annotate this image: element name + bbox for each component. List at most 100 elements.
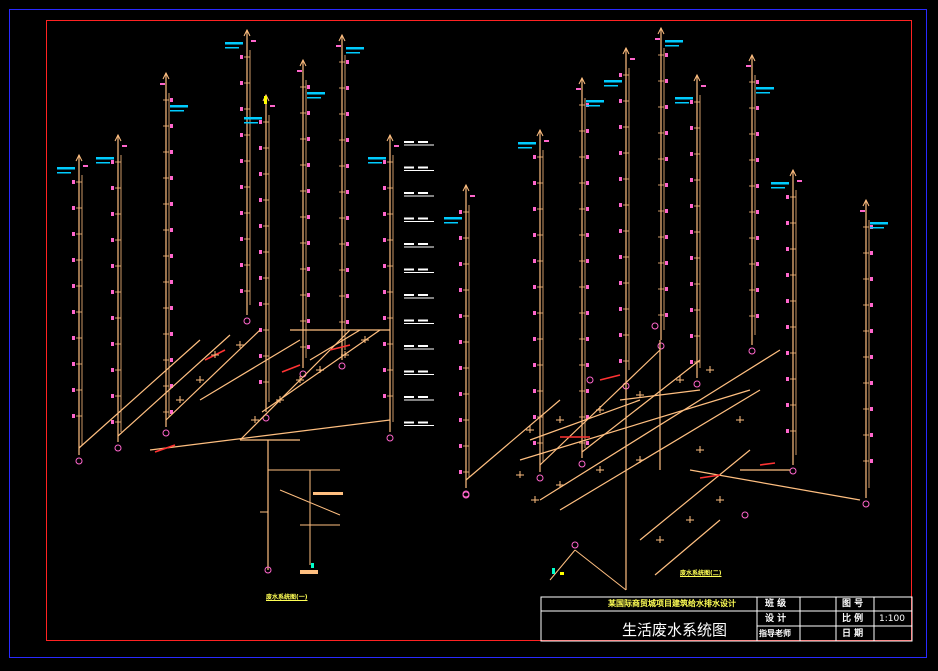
cleanout-icon: [262, 414, 270, 422]
floor-tag: [383, 342, 386, 346]
floor-tag: [240, 55, 243, 59]
floor-tag: [459, 262, 462, 266]
floor-tag: [240, 107, 243, 111]
floor-tag: [170, 280, 173, 284]
floor-tag: [383, 368, 386, 372]
ground-link: [574, 549, 627, 591]
floor-tag: [756, 236, 759, 240]
floor-tag: [111, 160, 114, 164]
floor-tag: [870, 277, 873, 281]
floor-tag: [786, 325, 789, 329]
riser-top-tag: [797, 180, 802, 182]
floor-tag: [170, 306, 173, 310]
floor-tag: [756, 80, 759, 84]
floor-tag: [619, 333, 622, 337]
riser-label-bar: [444, 217, 462, 220]
riser-top-tag: [297, 70, 302, 72]
riser-label-bar: [665, 45, 679, 47]
floor-tag: [533, 155, 536, 159]
floor-tag: [259, 146, 262, 150]
outer-frame: [9, 9, 927, 658]
header-pipe: [239, 329, 351, 441]
floor-tag: [870, 407, 873, 411]
highlight-pipe: [599, 374, 621, 381]
legend-mark: [404, 421, 414, 424]
legend-mark: [404, 166, 414, 169]
floor-tag: [111, 238, 114, 242]
vent-cap: [114, 133, 122, 142]
floor-tag: [619, 99, 622, 103]
riser-label-bar: [244, 122, 258, 124]
floor-tag: [665, 157, 668, 161]
floor-tag: [619, 125, 622, 129]
riser-top-tag: [746, 65, 751, 67]
floor-tag: [72, 180, 75, 184]
floor-tag: [72, 232, 75, 236]
equipment-bar: [300, 570, 318, 574]
vent-cap: [462, 183, 470, 192]
floor-tag: [586, 155, 589, 159]
floor-tag: [665, 235, 668, 239]
cleanout-icon: [243, 317, 251, 325]
legend-mark: [404, 268, 414, 271]
floor-tag: [170, 254, 173, 258]
floor-tag: [533, 259, 536, 263]
riser-top-tag: [336, 45, 341, 47]
riser-label-bar: [675, 97, 693, 100]
drawing-number-label: 图 号: [842, 599, 864, 609]
floor-tag: [307, 241, 310, 245]
floor-tag: [170, 332, 173, 336]
floor-tag: [690, 100, 693, 104]
floor-tag: [619, 203, 622, 207]
floor-tag: [586, 207, 589, 211]
cleanout-icon: [748, 347, 756, 355]
floor-tag: [240, 263, 243, 267]
vent-cap: [862, 198, 870, 207]
floor-tag: [307, 267, 310, 271]
floor-tag: [870, 303, 873, 307]
floor-tag: [786, 403, 789, 407]
floor-tag: [383, 394, 386, 398]
design-label: 设 计: [765, 614, 787, 624]
cleanout-icon: [862, 500, 870, 508]
legend-mark: [418, 141, 428, 143]
riser-label-bar: [170, 105, 188, 108]
floor-tag: [170, 150, 173, 154]
riser-label-bar: [57, 167, 75, 170]
floor-tag: [533, 285, 536, 289]
floor-tag: [533, 415, 536, 419]
floor-tag: [586, 441, 589, 445]
legend-mark: [418, 166, 428, 169]
riser-label-bar: [225, 42, 243, 45]
header-pipe: [199, 339, 301, 401]
legend-mark: [418, 192, 428, 194]
highlight-pipe: [699, 474, 721, 479]
floor-tag: [665, 313, 668, 317]
floor-tag: [786, 247, 789, 251]
highlight-pipe: [154, 444, 176, 453]
equipment-bar: [313, 492, 343, 495]
legend-mark: [418, 217, 428, 220]
floor-tag: [259, 276, 262, 280]
cleanout-icon: [789, 467, 797, 475]
floor-tag: [111, 368, 114, 372]
floor-tag: [346, 216, 349, 220]
riser-label-bar: [771, 182, 789, 185]
riser-label-bar: [586, 105, 600, 107]
valve-mark: [560, 572, 564, 575]
riser-label-bar: [771, 187, 785, 189]
floor-tag: [586, 259, 589, 263]
floor-tag: [690, 282, 693, 286]
legend-mark: [418, 319, 428, 322]
floor-tag: [786, 377, 789, 381]
floor-tag: [690, 204, 693, 208]
floor-tag: [307, 163, 310, 167]
floor-tag: [240, 237, 243, 241]
legend-mark: [404, 217, 414, 220]
riser-top-tag: [655, 38, 660, 40]
floor-tag: [111, 342, 114, 346]
floor-tag: [690, 152, 693, 156]
riser-label-bar: [604, 85, 618, 87]
legend-mark: [404, 319, 414, 322]
riser-label-bar: [307, 92, 325, 95]
